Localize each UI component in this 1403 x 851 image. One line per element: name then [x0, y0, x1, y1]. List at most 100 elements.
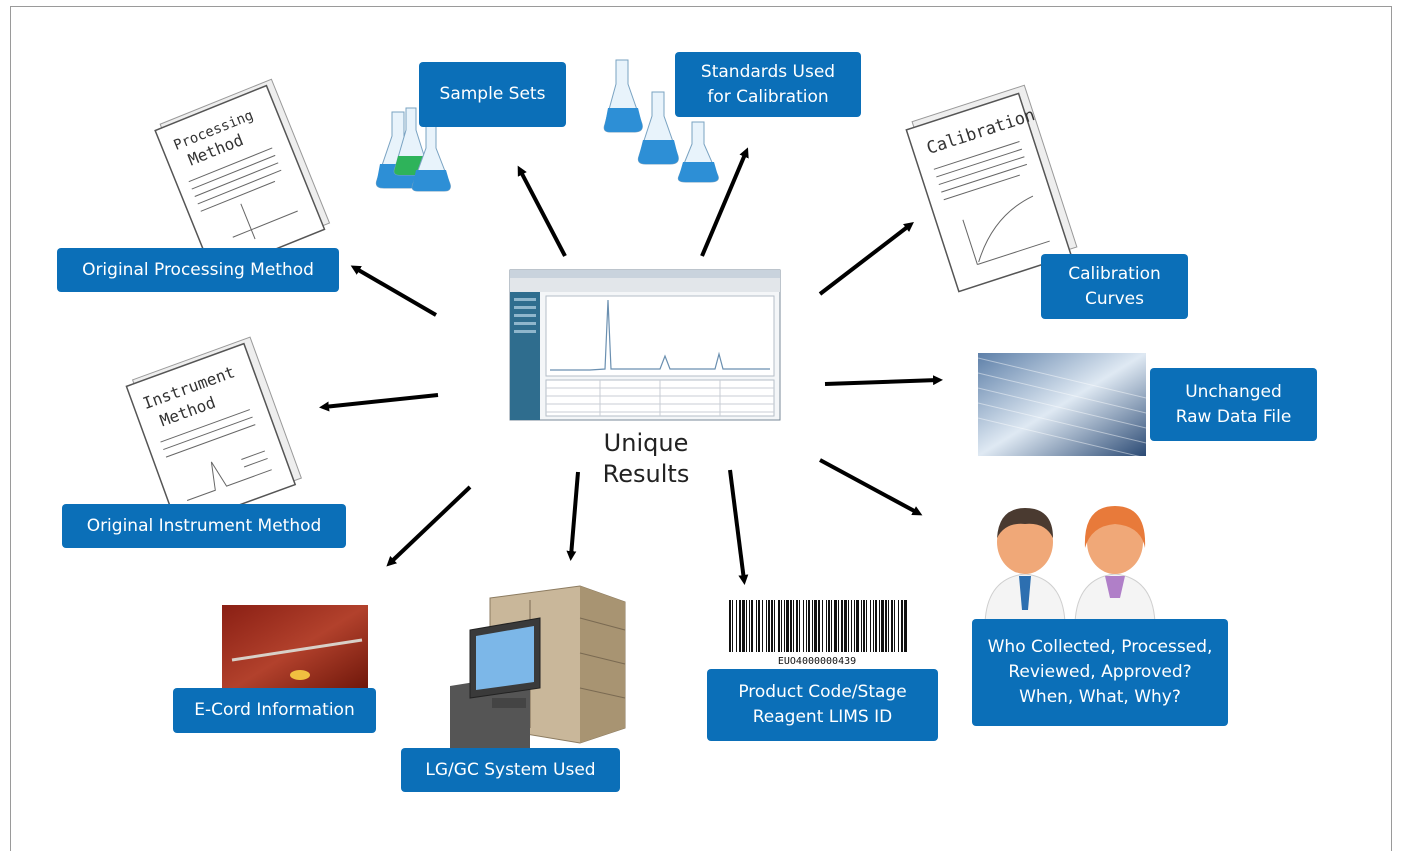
barcode-bar [778, 600, 780, 652]
label-processing-method: Original Processing Method [57, 248, 339, 292]
barcode-bar [879, 600, 880, 652]
barcode-bar [774, 600, 775, 652]
arrow-to-sample-sets [517, 165, 567, 257]
barcode-bar [848, 600, 849, 652]
barcode-bar [736, 600, 737, 652]
arrow-to-calibration [818, 221, 914, 296]
barcode-bar [875, 600, 877, 652]
barcode-bar [901, 600, 903, 652]
barcode-bar [790, 600, 792, 652]
arrow-to-processing [350, 265, 438, 317]
barcode-bar [861, 600, 862, 652]
barcode-bar [881, 600, 884, 652]
instrument-method-document: Instrument Method [125, 336, 302, 529]
center-title-line1: Unique [603, 429, 689, 457]
figure-frame [10, 6, 1392, 851]
barcode-bar [786, 600, 789, 652]
barcode-bar [768, 600, 770, 652]
barcode-bar [898, 600, 899, 652]
arrow-to-product [728, 469, 749, 585]
barcode-bar [814, 600, 817, 652]
label-who-line1: Who Collected, Processed, [987, 637, 1213, 657]
barcode-bar [866, 600, 867, 652]
barcode-bar [854, 600, 855, 652]
label-product-line2: Reagent LIMS ID [752, 707, 893, 727]
arrow-to-system [566, 471, 580, 561]
label-product-line1: Product Code/Stage [738, 682, 907, 702]
barcode-bar [888, 600, 889, 652]
barcode-bar [851, 600, 852, 652]
barcode-bar [904, 600, 907, 652]
center-title: Unique Results [566, 428, 726, 490]
barcode-number: EUO4000000439 [778, 656, 856, 667]
calibration-document: Calibration [905, 84, 1078, 293]
arrow-to-ecord [386, 485, 472, 567]
label-raw-data: Unchanged Raw Data File [1150, 368, 1317, 441]
barcode-bar [844, 600, 847, 652]
sample-flasks-icon [375, 107, 451, 192]
standards-flasks-icon [603, 59, 719, 183]
label-system: LG/GC System Used [401, 748, 620, 792]
people-illustration [984, 506, 1156, 624]
barcode-bar [822, 600, 823, 652]
arrow-to-raw-data [824, 375, 943, 386]
barcode-bar [762, 600, 763, 652]
barcode-bar [729, 600, 731, 652]
barcode-bar [873, 600, 874, 652]
label-product-code: Product Code/Stage Reagent LIMS ID [707, 669, 938, 741]
label-calibration-curves: Calibration Curves [1041, 254, 1188, 319]
label-who-line2: Reviewed, Approved? [1008, 662, 1192, 682]
barcode-bar [806, 600, 807, 652]
label-calibration-line1: Calibration [1068, 263, 1161, 284]
barcode-bar [831, 600, 832, 652]
barcode-bar [771, 600, 773, 652]
barcode-bar [796, 600, 798, 652]
center-title-line2: Results [602, 460, 690, 488]
person-female [1074, 506, 1156, 624]
results-screenshot [509, 269, 781, 421]
barcode-bar [793, 600, 794, 652]
barcode-bar [841, 600, 843, 652]
barcode-bar [885, 600, 887, 652]
label-sample-sets: Sample Sets [419, 62, 566, 127]
label-standards-line2: for Calibration [707, 86, 829, 107]
label-calibration-line2: Curves [1084, 288, 1144, 309]
barcode-bar [812, 600, 813, 652]
barcode-bar [756, 600, 757, 652]
barcode-bar [742, 600, 745, 652]
label-ecord: E-Cord Information [173, 688, 376, 733]
label-raw-data-line1: Unchanged [1185, 381, 1282, 402]
ecord-image [222, 605, 368, 695]
barcode-bar [751, 600, 753, 652]
barcode-bar [808, 600, 810, 652]
barcode-bar [766, 600, 767, 652]
barcode-bar [739, 600, 741, 652]
barcode-bar [784, 600, 785, 652]
barcode-bar [834, 600, 837, 652]
label-raw-data-line2: Raw Data File [1175, 406, 1292, 427]
person-male [984, 508, 1066, 624]
label-who: Who Collected, Processed, Reviewed, Appr… [972, 619, 1228, 726]
lc-gc-system-illustration [450, 585, 626, 748]
barcode-bar [818, 600, 820, 652]
barcode-bar [894, 600, 895, 652]
barcode-bar [870, 600, 871, 652]
label-standards-line1: Standards Used [700, 61, 836, 82]
barcode-bar [758, 600, 760, 652]
processing-method-document: Processing Method [154, 78, 331, 276]
barcode-bar [803, 600, 804, 652]
barcode: EUO4000000439 [729, 600, 907, 667]
barcode-bar [863, 600, 865, 652]
label-standards: Standards Used for Calibration [675, 52, 861, 117]
label-instrument-method: Original Instrument Method [62, 504, 346, 548]
barcode-bar [891, 600, 893, 652]
barcode-bar [856, 600, 859, 652]
barcode-bar [838, 600, 839, 652]
arrow-to-who [819, 458, 923, 516]
raw-data-image [977, 353, 1147, 459]
barcode-bar [799, 600, 800, 652]
label-who-line3: When, What, Why? [1019, 687, 1181, 707]
arrow-to-standards [700, 147, 749, 257]
barcode-bar [732, 600, 733, 652]
